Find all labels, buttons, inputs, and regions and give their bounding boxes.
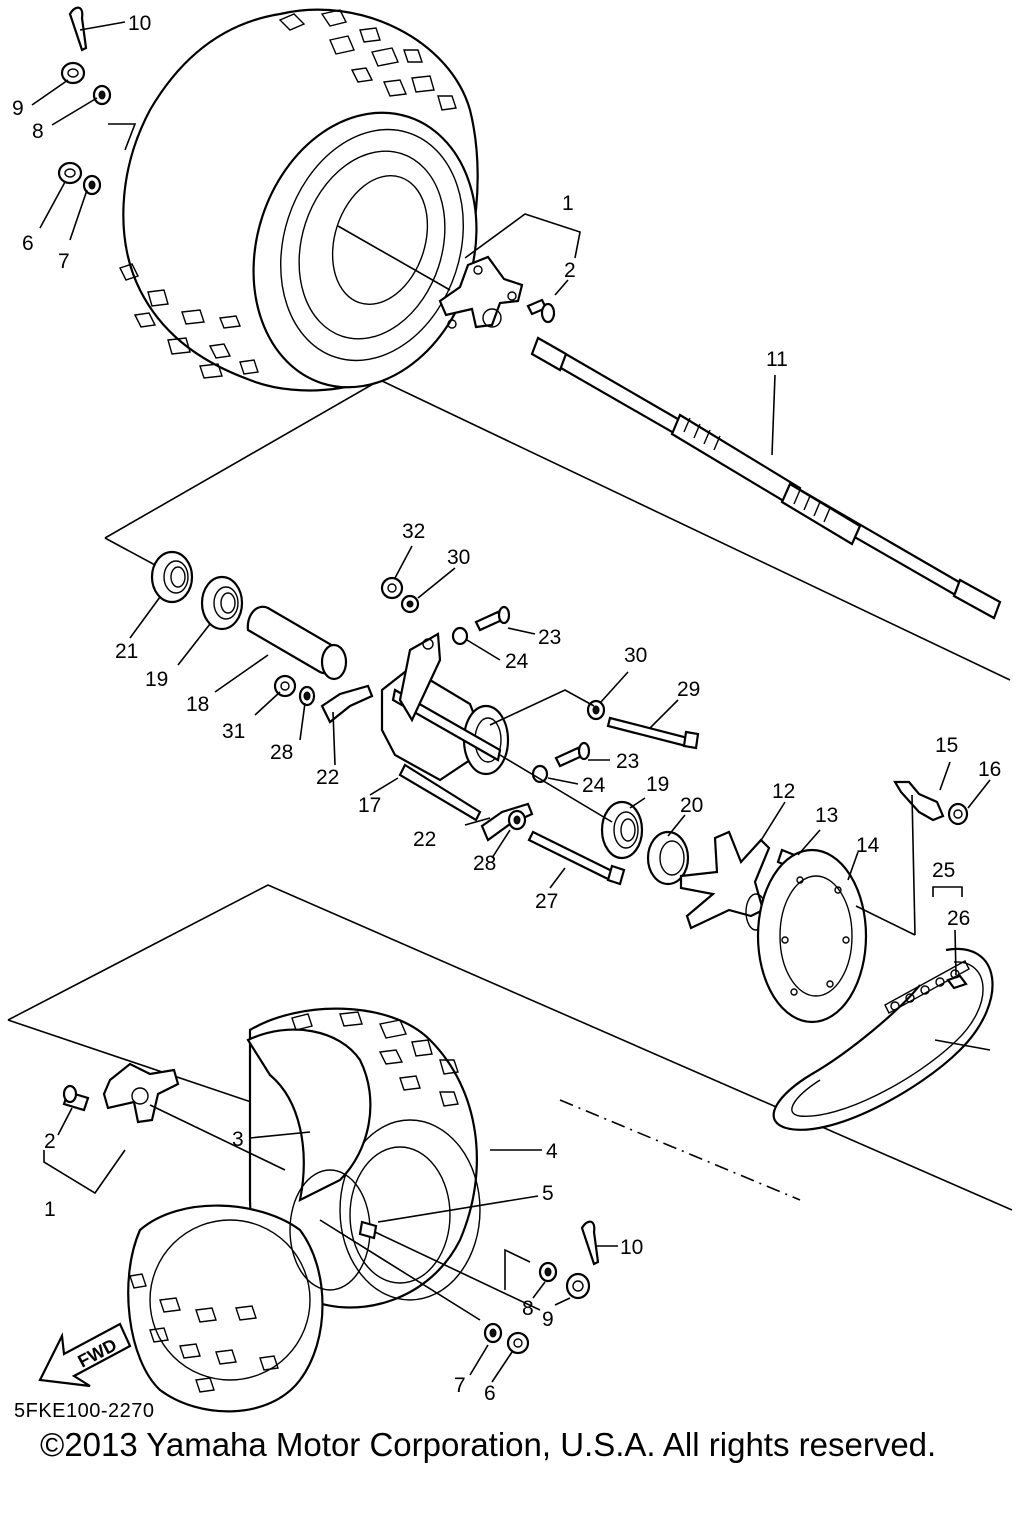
callout-6-bottom: 6	[484, 1382, 496, 1405]
lower-rim-inner	[246, 1028, 372, 1202]
nut-24-top	[451, 626, 469, 646]
upper-wheel-assembly	[119, 8, 556, 392]
callout-24-top: 24	[505, 650, 529, 673]
callout-10-top: 10	[128, 12, 151, 35]
lower-wheel-assembly: FWD	[38, 1007, 600, 1413]
forward-arrow-icon: FWD	[38, 1322, 132, 1388]
adjuster-bracket-left	[320, 684, 374, 724]
callout-2-bottom: 2	[44, 1130, 56, 1153]
callout-8-top: 8	[32, 120, 44, 143]
callout-17: 17	[358, 794, 381, 817]
callout-25: 25	[932, 859, 955, 882]
callout-28-left: 28	[270, 741, 293, 764]
callout-numbers: 10 9 8 6 7 1 2 11 32 30 21 19 18 23 24 3…	[12, 12, 1001, 1405]
callout-20: 20	[680, 794, 703, 817]
callout-3: 3	[232, 1128, 244, 1151]
callout-16: 16	[978, 758, 1001, 781]
bearing-19-right	[600, 800, 644, 860]
callout-24-mid: 24	[582, 774, 606, 797]
sprocket-hub	[679, 830, 771, 930]
wheel-stud-5	[358, 1220, 378, 1240]
callout-5: 5	[542, 1182, 554, 1205]
washer-7-bottom	[483, 1322, 503, 1344]
upper-hub	[438, 255, 524, 329]
callout-9-top: 9	[12, 97, 24, 120]
callout-30-top: 30	[447, 546, 470, 569]
callout-7-bottom: 7	[454, 1374, 466, 1397]
upper-stud-bolt	[526, 298, 556, 324]
master-link-26	[946, 974, 968, 990]
nut-31	[273, 674, 297, 698]
callout-11: 11	[766, 348, 788, 371]
callout-26: 26	[947, 907, 970, 930]
callout-31: 31	[222, 720, 245, 743]
callout-7-top: 7	[58, 250, 70, 273]
callout-29: 29	[677, 678, 700, 701]
callout-13: 13	[815, 804, 838, 827]
cotter-pin-bottom	[580, 1220, 600, 1266]
upper-tread-lugs	[119, 9, 457, 379]
washer-28-bottom	[507, 809, 527, 831]
bolt-29	[606, 716, 690, 748]
callout-27: 27	[535, 890, 558, 913]
callout-10-bottom: 10	[620, 1236, 643, 1259]
callout-23-top: 23	[538, 626, 561, 649]
callout-14: 14	[856, 834, 880, 857]
callout-19-left: 19	[145, 668, 168, 691]
callout-18: 18	[186, 693, 209, 716]
washer-mid-top	[82, 174, 102, 196]
callout-6-top: 6	[22, 232, 34, 255]
callout-19-right: 19	[646, 773, 669, 796]
callout-30-right: 30	[624, 644, 647, 667]
chain-guard-15	[893, 780, 945, 822]
callout-4: 4	[546, 1140, 558, 1163]
copyright-notice: ©2013 Yamaha Motor Corporation, U.S.A. A…	[40, 1426, 937, 1463]
bearing-21	[150, 550, 194, 604]
nut-6-bottom	[506, 1331, 530, 1355]
callout-2-top: 2	[564, 259, 576, 282]
callout-22-bottom: 22	[413, 828, 436, 851]
callout-28-bottom: 28	[473, 852, 496, 875]
oil-seal-20	[646, 830, 690, 886]
washer-28-left	[298, 685, 316, 707]
lower-tread-lugs	[129, 1011, 459, 1393]
drawing-code: 5FKE100-2270	[14, 1400, 155, 1422]
rear-axle	[530, 336, 1002, 620]
callout-21: 21	[115, 640, 138, 663]
callout-9-bottom: 9	[542, 1308, 554, 1331]
washer-top	[92, 84, 112, 106]
drive-chain	[772, 947, 994, 1131]
castle-nut-bottom	[565, 1272, 591, 1300]
washer-8-bottom	[538, 1261, 558, 1283]
nut-32	[380, 576, 404, 600]
leader-lines	[31, 21, 991, 1383]
callout-1-bottom: 1	[44, 1198, 56, 1221]
callout-8-bottom: 8	[522, 1297, 534, 1320]
nut-16	[947, 802, 969, 826]
callout-22-left: 22	[316, 766, 339, 789]
bolt-27	[527, 830, 616, 882]
callout-23-mid: 23	[616, 750, 639, 773]
callout-32: 32	[402, 520, 425, 543]
castle-nut-top	[60, 61, 86, 85]
drive-sprocket	[756, 848, 868, 1024]
bearing-19-left	[200, 575, 244, 631]
axle-hub-components	[150, 550, 994, 1131]
nut-top	[57, 161, 83, 185]
axle-hub-housing	[380, 632, 510, 822]
washer-30-top	[400, 594, 420, 614]
callout-12: 12	[772, 780, 795, 803]
callout-1-top: 1	[562, 192, 574, 215]
upper-fasteners	[57, 6, 137, 196]
callout-15: 15	[935, 734, 958, 757]
cotter-pin-top	[68, 6, 88, 52]
